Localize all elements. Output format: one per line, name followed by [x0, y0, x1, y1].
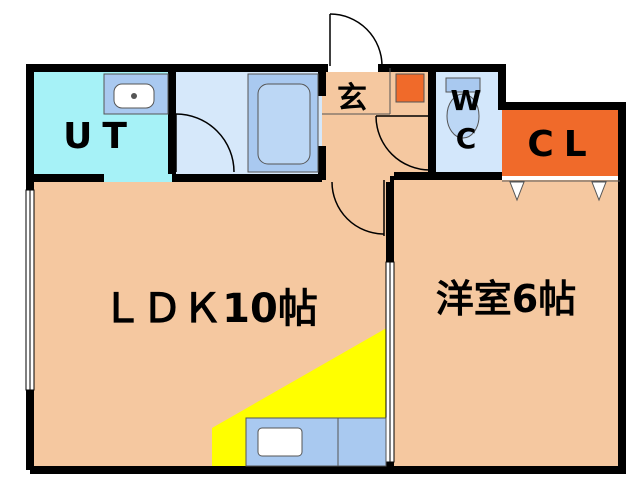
wc-label-c: C — [456, 122, 477, 155]
entrance-door-swing — [329, 13, 383, 67]
ldk-label: ＬＤＫ10帖 — [102, 286, 318, 332]
ldk-door-swing — [331, 180, 385, 236]
western-room-floor — [390, 180, 620, 470]
western-room-label: 洋室6帖 — [436, 277, 576, 321]
washbasin-icon — [103, 73, 169, 115]
kitchen-sink-icon — [257, 427, 303, 457]
wc-label-w: W — [451, 84, 482, 117]
bath-door-swing — [175, 113, 235, 173]
toilet-icon — [445, 77, 481, 139]
bathtub-icon — [247, 73, 319, 173]
ut-label: UT — [63, 116, 137, 157]
entrance-door-gap — [328, 60, 378, 72]
closet-hangers — [502, 180, 620, 202]
ldk-hall-doorway — [328, 172, 390, 182]
wc-door-swing — [375, 115, 431, 171]
closet-label: CL — [527, 124, 596, 165]
closet-floor — [502, 106, 620, 176]
shoe-shelf — [395, 73, 425, 103]
entrance-label: 玄 — [337, 81, 367, 116]
ut-doorway — [104, 174, 172, 182]
